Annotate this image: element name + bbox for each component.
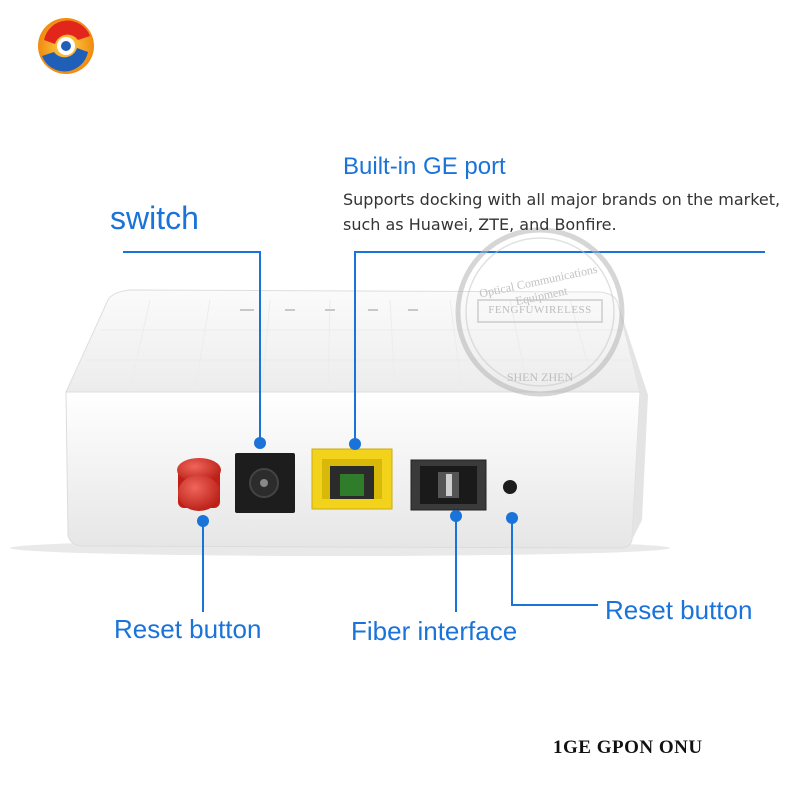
reset-pinhole <box>503 480 517 494</box>
watermark-seal <box>455 227 625 397</box>
power-jack <box>235 453 295 513</box>
fiber-interface-label: Fiber interface <box>351 616 518 646</box>
product-caption: 1GE GPON ONU <box>553 737 703 758</box>
brand-logo <box>38 18 94 74</box>
reset-button-label-left: Reset button <box>114 614 262 644</box>
reset-button-label-right: Reset button <box>605 595 753 625</box>
ge-port-title: Built-in GE port <box>343 153 506 180</box>
switch-label: switch <box>110 200 199 236</box>
watermark-bottom-text: SHEN ZHEN <box>506 370 574 384</box>
fiber-connector <box>410 459 487 511</box>
leader-lines <box>123 251 765 612</box>
ge-port-description-line-1: Supports docking with all major brands o… <box>343 190 781 209</box>
reset-cap <box>177 458 221 511</box>
watermark-center-text: FENGFUWIRELESS <box>488 304 592 316</box>
ethernet-port <box>311 448 393 510</box>
leader-dots <box>197 437 518 527</box>
ge-port-description-line-2: such as Huawei, ZTE, and Bonfire. <box>343 215 617 234</box>
